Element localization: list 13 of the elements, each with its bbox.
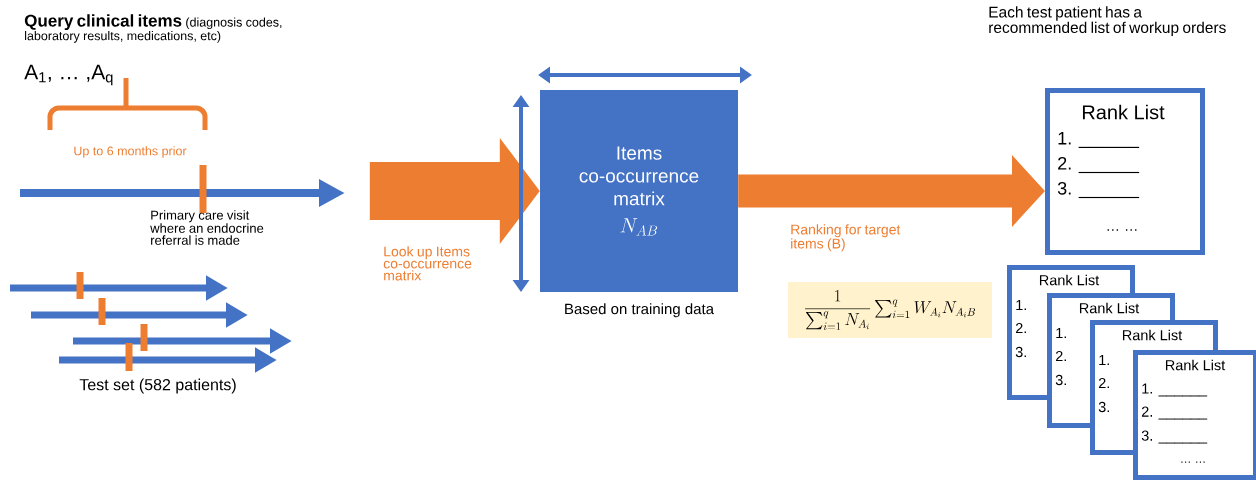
interval-label: Up to 6 months prior [74,146,187,158]
annotation-text: Each test patient has a recommended list of workup orders [989,6,1226,37]
rank-list-card: Rank List 1. ______ 2. ______ 3. ______ … … [1133,350,1256,480]
edge-label: Look up Items co-occurrence matrix [383,246,472,281]
formula-box: $\dfrac{1}{\sum_{i=1}^{q} N_{A_i}} \sum\nolimits_{i=1}^{q} W_{A_i} N_{A_i B}$ [788,282,992,338]
matrix-box: Items co-occurrence matrix $N_{AB}$ [540,90,738,292]
item-symbols: A$_{1}$, … ,A$_{q}$ [24,64,113,86]
caption-text: Test set (582 patients) [79,378,236,394]
edge-label: Ranking for target items (B) [791,224,901,252]
caption-text: Based on training data [565,303,715,318]
rank-list-card: Rank List 1. ______ 2. ______ 3. ______ … … [1045,88,1205,255]
annotation-text: Primary care visit where an endocrine referral is made [150,210,264,245]
heading-text: Query clinical items (diagnosis codes, laboratory results, medications, etc) [24,14,282,43]
